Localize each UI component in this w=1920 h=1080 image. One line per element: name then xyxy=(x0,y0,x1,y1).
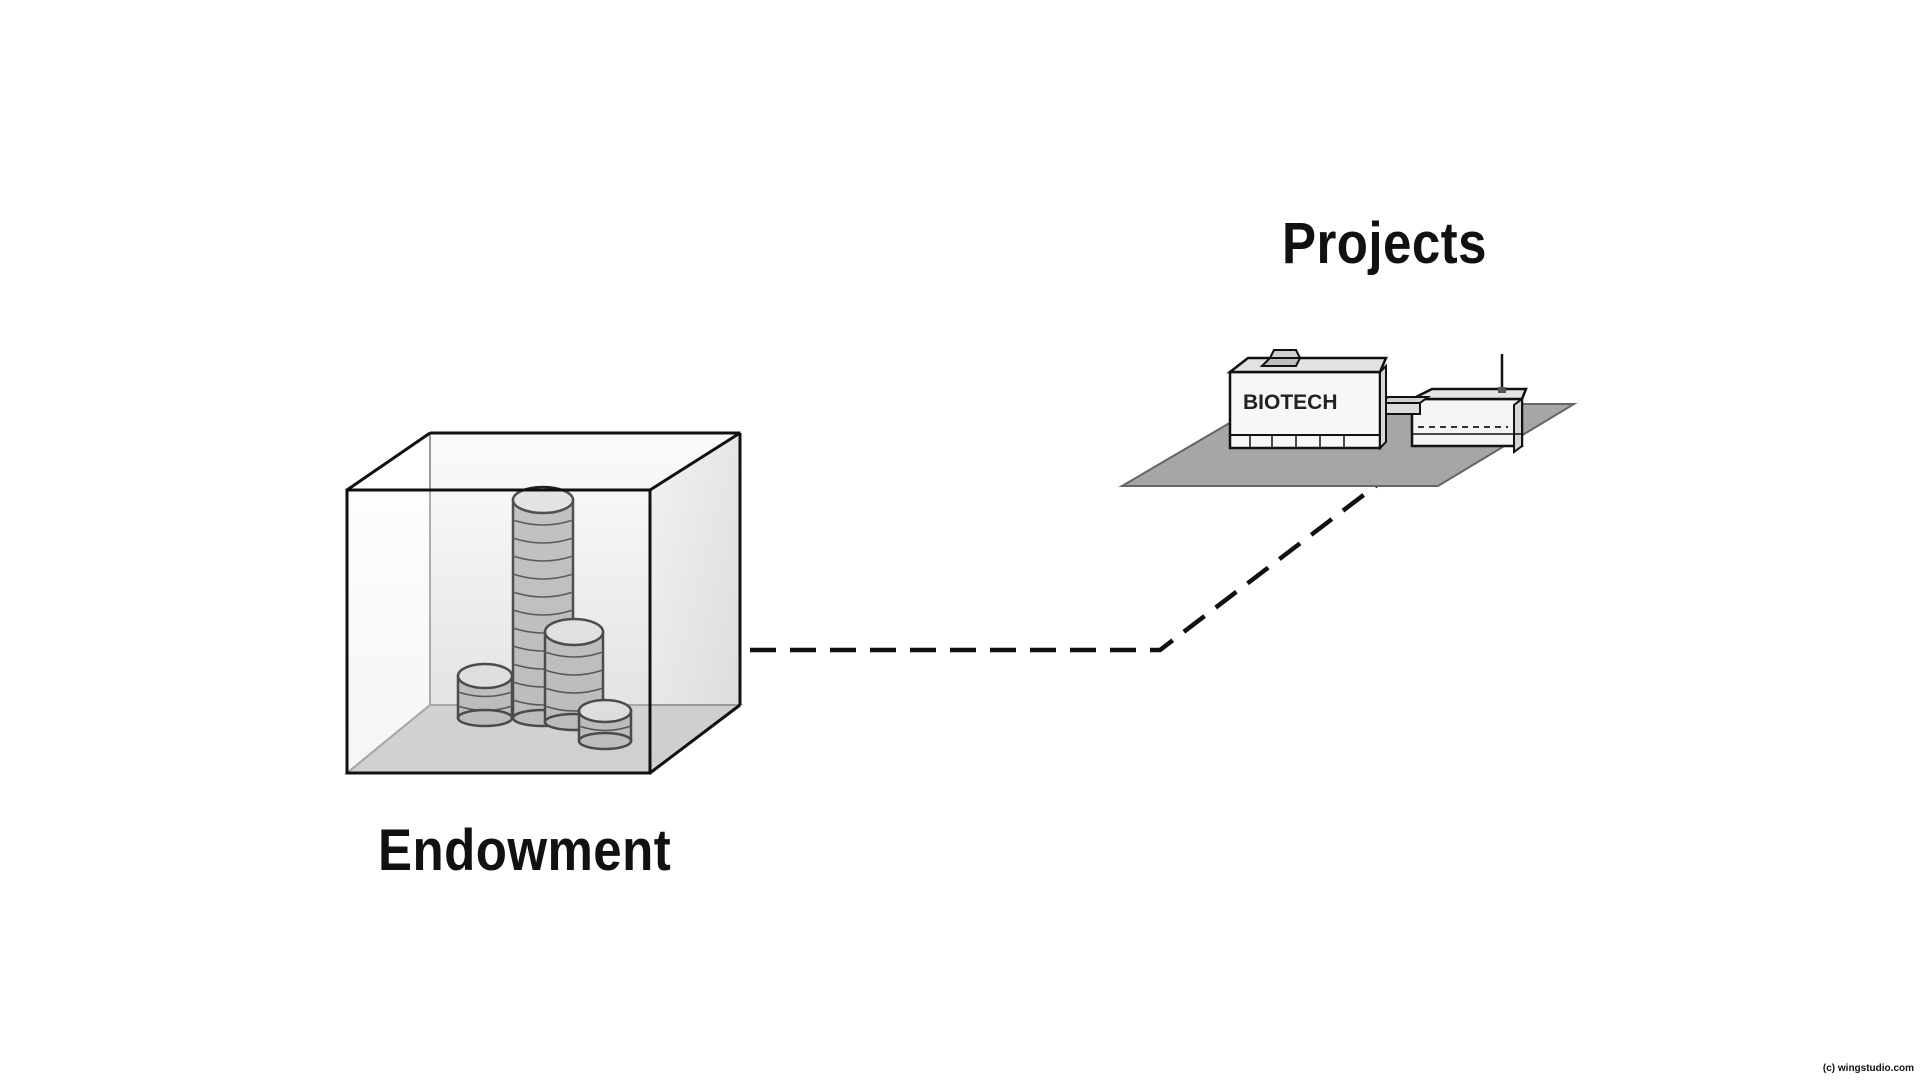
copyright-text: (c) wingstudio.com xyxy=(1822,1063,1914,1074)
annex-building xyxy=(1410,354,1528,454)
projects-label: Projects xyxy=(1282,211,1487,276)
coin-stacks-in-box-icon xyxy=(344,431,743,776)
main-building: BIOTECH xyxy=(1226,349,1388,451)
dashed-connector xyxy=(750,482,1380,653)
building-sign: BIOTECH xyxy=(1243,391,1338,414)
biotech-building-icon: BIOTECH xyxy=(1118,349,1578,487)
endowment-label: Endowment xyxy=(378,818,672,883)
